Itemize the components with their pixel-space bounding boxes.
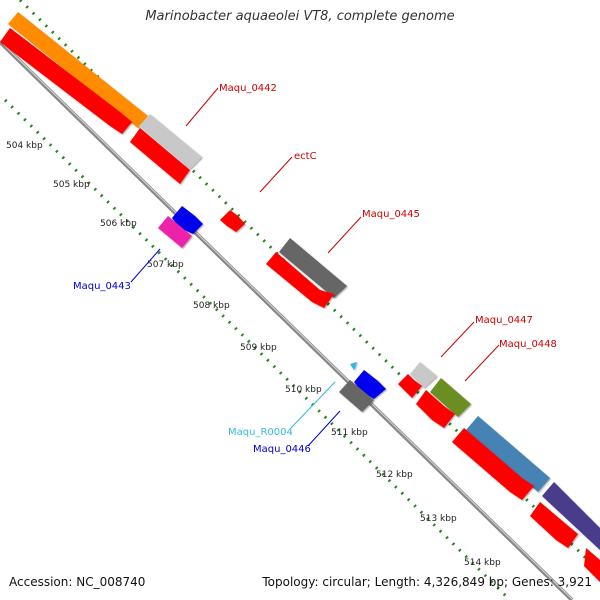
gene-arrow-maqu-r0004[interactable] [350, 362, 357, 370]
gene-block-maqu-0443-magenta[interactable] [158, 216, 192, 248]
genome-backbone-highlight [0, 40, 573, 600]
gene-label-maqu-0448[interactable]: Maqu_0448 [499, 339, 557, 350]
leader-line-maqu-0443 [130, 248, 161, 283]
gene-block-maqu-0447[interactable] [410, 362, 437, 388]
leader-line-maqu-0447 [440, 321, 475, 358]
gene-arrow-red-3[interactable] [266, 252, 334, 308]
gene-arrow-red-5[interactable] [416, 390, 455, 428]
leader-line-maqu-r0004 [290, 381, 336, 429]
tick-label: 512 kbp [376, 470, 413, 480]
gene-label-maqu-0445[interactable]: Maqu_0445 [362, 209, 420, 220]
tick-label: 506 kbp [100, 219, 137, 229]
leader-line-ectc [259, 156, 293, 193]
gene-block-maqu-0442[interactable] [139, 114, 202, 169]
gene-arrow-red-8[interactable] [584, 548, 600, 582]
gene-label-maqu-0442[interactable]: Maqu_0442 [219, 83, 277, 94]
leader-line-maqu-0442 [185, 87, 219, 127]
gene-label-maqu-0446[interactable]: Maqu_0446 [253, 444, 311, 455]
tick-label: 511 kbp [331, 428, 368, 438]
gene-block-maqu-0446-gray[interactable] [339, 380, 374, 412]
tick-label: 513 kbp [420, 514, 457, 524]
gene-block-maqu-0445[interactable] [279, 238, 347, 298]
gene-block-slate-purple[interactable] [542, 482, 600, 550]
tick-label: 505 kbp [53, 180, 90, 190]
gene-block-orange[interactable] [8, 12, 148, 128]
genome-backbone [0, 40, 574, 600]
leader-line-maqu-0445 [327, 216, 362, 254]
tick-label: 509 kbp [240, 343, 277, 353]
gene-label-maqu-r0004[interactable]: Maqu_R0004 [228, 427, 293, 438]
gene-block-steel-blue[interactable] [466, 416, 550, 492]
gene-arrow-red-6[interactable] [452, 428, 534, 500]
gene-label-maqu-0443[interactable]: Maqu_0443 [73, 281, 131, 292]
tick-label: 508 kbp [193, 301, 230, 311]
tick-label: 514 kbp [464, 558, 501, 568]
gene-arrow-red-1[interactable] [0, 28, 132, 134]
gene-block-maqu-0448[interactable] [430, 378, 471, 417]
gene-label-ectc[interactable]: ectC [294, 151, 317, 162]
inner-tick-ring [3, 98, 512, 600]
gene-arrow-red-7[interactable] [530, 502, 578, 548]
gene-label-maqu-0447[interactable]: Maqu_0447 [475, 315, 533, 326]
accession-text: Accession: NC_008740 [9, 575, 146, 589]
tick-label: 510 kbp [285, 385, 322, 395]
map-title: Marinobacter aquaeolei VT8, complete gen… [145, 9, 455, 24]
tick-label: 504 kbp [6, 141, 43, 151]
gene-arrow-red-2[interactable] [130, 128, 190, 184]
gene-arrow-red-4[interactable] [398, 374, 422, 398]
leader-line-maqu-0446 [307, 410, 341, 447]
tick-label: 507 kbp [147, 260, 184, 270]
gene-arrow-ectc[interactable] [220, 210, 245, 232]
leader-line-maqu-0448 [464, 344, 500, 382]
genome-stats-text: Topology: circular; Length: 4,326,849 bp… [262, 575, 592, 589]
